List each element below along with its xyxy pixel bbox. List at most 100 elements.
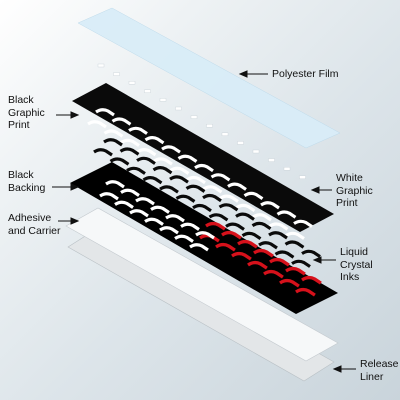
label-release-liner: Release Liner	[360, 358, 399, 383]
chevron-cutout	[153, 157, 173, 166]
black-print-chevrons-loose	[93, 138, 321, 268]
chevron-cutout	[260, 201, 280, 210]
liquid-crystal-mark	[253, 248, 274, 258]
chevron-cutout	[186, 175, 206, 185]
liquid-crystal-mark	[285, 266, 306, 276]
backing-white-mark	[174, 234, 194, 243]
chevron-black	[169, 175, 189, 184]
chevron-black	[268, 231, 288, 240]
white-print-mark	[237, 141, 244, 145]
label-liquid-crystal-inks: Liquid Crystal Inks	[340, 246, 373, 283]
chevron-cutout	[252, 213, 272, 222]
liquid-crystal-mark	[231, 251, 252, 261]
white-print-mark	[97, 63, 105, 68]
chevron-black	[235, 212, 255, 221]
chevron-cutout	[276, 210, 297, 219]
white-graphic-print-marks	[97, 63, 306, 180]
chevron-cutout	[219, 194, 239, 203]
chevron-cutout	[177, 154, 198, 163]
chevron-black	[274, 250, 295, 259]
chevron-black	[284, 240, 305, 249]
chevron-black	[251, 221, 272, 231]
chevron-cutout	[235, 203, 256, 213]
chevron-cutout	[169, 166, 190, 175]
chevron-black	[291, 259, 311, 268]
backing-white-mark	[150, 205, 170, 214]
liquid-crystal-mark	[205, 221, 226, 231]
chevron-black	[218, 203, 239, 212]
liquid-crystal-mark	[269, 257, 290, 267]
backing-white-mark	[129, 209, 149, 218]
chevron-black	[109, 157, 130, 166]
label-white-graphic-print: White Graphic Print	[336, 172, 373, 209]
arrow-polyester-film	[238, 70, 248, 78]
label-black-backing: Black Backing	[8, 169, 46, 194]
white-print-mark	[283, 166, 291, 171]
white-print-mark	[221, 132, 229, 137]
chevron-cutout	[103, 129, 124, 138]
chevron-black	[152, 166, 173, 175]
chevron-cutout	[202, 185, 223, 194]
chevron-black	[126, 166, 146, 175]
backing-white-mark	[189, 243, 209, 252]
chevron-black	[241, 231, 262, 241]
label-adhesive-carrier: Adhesive and Carrier	[8, 212, 61, 237]
chevron-black	[225, 222, 245, 231]
chevron-cutout	[136, 148, 157, 157]
chevron-black	[175, 194, 196, 203]
backing-white-mark	[144, 217, 164, 226]
chevron-black	[142, 176, 163, 185]
arrow-adhesive-carrier	[70, 217, 80, 225]
backing-white-mark	[195, 231, 215, 240]
arrow-black-backing	[70, 183, 80, 191]
backing-white-mark	[105, 180, 125, 189]
black-print-chevron-cutouts	[87, 108, 313, 240]
arrow-release-liner	[332, 365, 342, 373]
chevron-black	[301, 249, 321, 258]
chevron-cutout	[293, 219, 313, 228]
white-print-mark	[268, 158, 275, 162]
label-black-graphic-print: Black Graphic Print	[8, 94, 45, 131]
white-print-mark	[206, 123, 213, 128]
white-print-mark	[175, 106, 182, 111]
white-print-mark	[113, 72, 120, 76]
chevron-cutout	[95, 108, 115, 117]
chevron-black	[202, 193, 222, 203]
chevron-black	[258, 241, 278, 250]
liquid-crystal-mark	[279, 278, 300, 288]
liquid-crystal-mark	[221, 230, 242, 240]
backing-white-mark	[159, 226, 179, 235]
chevron-cutout	[87, 120, 107, 129]
chevron-cutout	[268, 222, 289, 231]
liquid-crystal-ink-marks	[99, 180, 322, 297]
chevron-cutout	[285, 231, 305, 240]
backing-white-mark	[135, 197, 155, 206]
backing-white-mark	[114, 200, 134, 209]
white-print-mark	[190, 115, 198, 119]
layer-black-graphic-print	[72, 83, 334, 232]
backing-white-mark	[180, 222, 200, 231]
label-polyester-film: Polyester Film	[272, 68, 339, 80]
white-print-mark	[144, 89, 151, 94]
chevron-cutout	[144, 136, 165, 145]
liquid-crystal-mark	[237, 239, 258, 249]
chevron-cutout	[120, 138, 140, 147]
chevron-black	[136, 156, 156, 165]
chevron-black	[159, 185, 179, 194]
chevron-black	[192, 203, 212, 213]
liquid-crystal-mark	[301, 275, 322, 285]
backing-white-mark	[99, 192, 119, 201]
arrow-white-graphic-print	[310, 186, 320, 194]
chevron-black	[185, 184, 206, 193]
white-print-mark	[252, 149, 260, 154]
liquid-crystal-mark	[215, 242, 236, 252]
chevron-cutout	[243, 191, 264, 201]
white-print-mark	[299, 175, 306, 180]
backing-white-mark	[120, 188, 140, 197]
arrow-liquid-crystal-inks	[312, 256, 322, 264]
layer-adhesive-carrier	[65, 207, 339, 362]
chevron-black	[119, 147, 140, 156]
chevron-cutout	[111, 117, 132, 126]
white-print-mark	[159, 98, 167, 102]
